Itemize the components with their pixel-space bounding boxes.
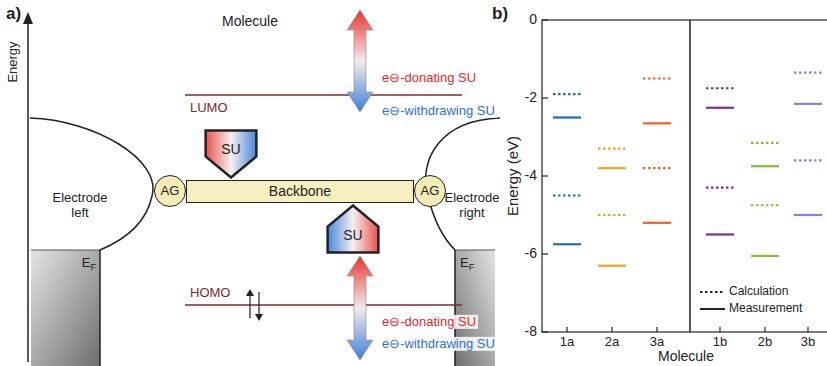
tick-mark — [566, 327, 567, 332]
node-text: SU — [343, 227, 362, 243]
electrode-label: Electrode right — [440, 188, 504, 224]
panel-letter: a) — [6, 5, 21, 24]
calculated-level — [794, 159, 822, 161]
fermi-level — [455, 250, 495, 251]
electrode-label: Electrode left — [46, 188, 114, 224]
calculated-level — [751, 204, 779, 206]
plot-frame — [542, 20, 827, 332]
spin-up-head — [246, 289, 254, 296]
node-text: Electrode right — [440, 191, 504, 221]
shift-note: e⊖-withdrawing SU — [380, 104, 497, 118]
measured-level — [706, 233, 734, 235]
axis-ticks — [542, 20, 808, 332]
tick-mark — [719, 327, 720, 332]
tick-mark — [542, 175, 548, 176]
substituent-pentagon: SU — [204, 129, 258, 179]
measured-level — [598, 167, 626, 169]
backbone-box: Backbone — [186, 180, 414, 203]
shift-note: e⊖-donating SU — [380, 315, 478, 329]
measured-level — [598, 265, 626, 267]
tick-mark — [542, 331, 548, 332]
tick-label: -2 — [525, 90, 537, 105]
node-text: Electrode left — [46, 191, 114, 221]
measured-level — [553, 116, 581, 118]
calculated-level — [706, 87, 734, 89]
fermi-label: EF — [82, 256, 96, 271]
energy-axis — [27, 22, 29, 362]
calculated-level — [553, 194, 581, 196]
calculated-level — [751, 142, 779, 144]
node-text: AG — [161, 184, 180, 199]
legend-sample — [700, 308, 725, 310]
category-label: 3a — [650, 335, 664, 349]
tick-mark — [656, 327, 657, 332]
pentagon-shape — [206, 131, 257, 178]
measured-level — [794, 103, 822, 105]
tick-label: 0 — [529, 12, 537, 27]
electrode-outline — [30, 118, 153, 366]
category-label: 2b — [758, 335, 772, 349]
anchor-group: AG — [154, 175, 186, 207]
shift-arrow — [347, 256, 373, 360]
tick-label: -4 — [525, 168, 537, 183]
fermi-sea — [31, 250, 100, 366]
category-label: 1b — [713, 335, 727, 349]
measured-level — [751, 165, 779, 167]
measured-level — [643, 122, 671, 124]
calculated-level — [643, 77, 671, 79]
level-name: HOMO — [190, 286, 230, 300]
category-label: 1a — [560, 335, 574, 349]
lumo-level — [185, 94, 462, 96]
legend-text: Measurement — [729, 302, 802, 315]
node-text: SU — [221, 141, 240, 157]
molecule-title: Molecule — [222, 14, 278, 29]
measured-level — [553, 243, 581, 245]
spin-down — [258, 292, 259, 316]
tick-mark — [764, 327, 765, 332]
tick-mark — [611, 327, 612, 332]
shift-note: e⊖-donating SU — [380, 71, 478, 85]
axis-title: Molecule — [658, 349, 714, 364]
energy-levels — [553, 73, 822, 309]
calculated-level — [794, 72, 822, 74]
calculated-level — [598, 214, 626, 216]
calculated-level — [553, 93, 581, 95]
category-label: 2a — [605, 335, 619, 349]
axis-title: Energy — [6, 41, 20, 82]
tick-mark — [542, 253, 548, 254]
legend-sample — [700, 291, 725, 293]
homo-level — [185, 304, 462, 306]
fermi-label: EF — [460, 256, 474, 271]
pentagon-shape — [328, 206, 379, 253]
legend-text: Calculation — [729, 285, 788, 298]
tick-label: -6 — [525, 246, 537, 261]
spin-up — [249, 294, 250, 318]
node-text: Backbone — [269, 183, 331, 199]
tick-mark — [542, 19, 548, 20]
shift-note: e⊖-withdrawing SU — [380, 337, 497, 351]
spin-down-head — [255, 314, 263, 321]
group-divider — [689, 20, 691, 332]
measured-level — [794, 214, 822, 216]
measured-level — [706, 107, 734, 109]
shift-arrow — [347, 10, 373, 112]
level-name: LUMO — [190, 101, 228, 115]
calculated-level — [643, 167, 671, 169]
axis-title: Energy (eV) — [505, 136, 522, 216]
tick-label: -8 — [525, 324, 537, 339]
substituent-pentagon: SU — [326, 204, 380, 254]
fermi-level — [31, 250, 100, 251]
tick-mark — [542, 97, 548, 98]
category-label: 3b — [801, 335, 815, 349]
node-text: AG — [421, 184, 440, 199]
calculated-level — [706, 187, 734, 189]
axis-arrowhead — [23, 12, 33, 24]
measured-level — [643, 222, 671, 224]
calculated-level — [598, 148, 626, 150]
measured-level — [751, 255, 779, 257]
tick-mark — [807, 327, 808, 332]
anchor-group: AG — [414, 175, 446, 207]
panel-letter: b) — [492, 5, 508, 24]
